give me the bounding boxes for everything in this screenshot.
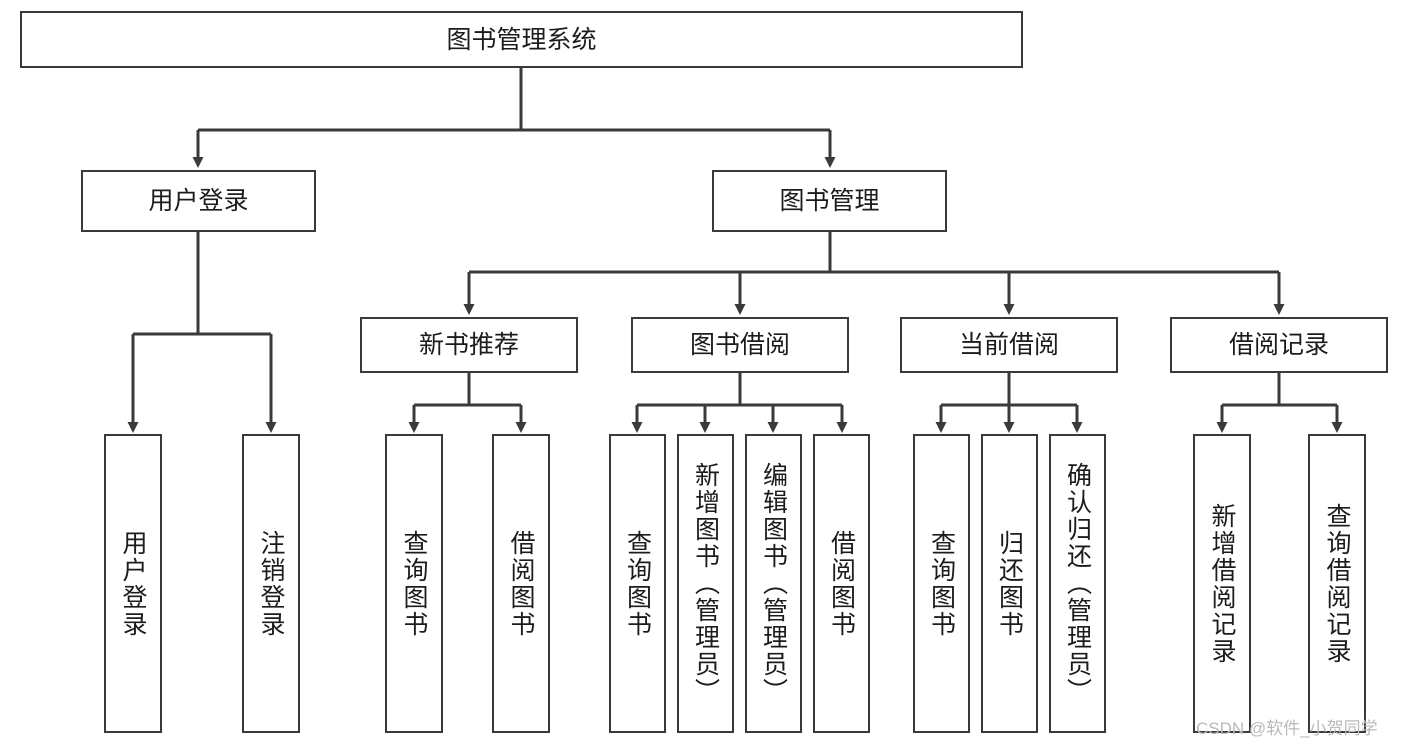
leaf-user-login-signin[interactable]: 用户登录 [104,434,162,733]
leaf-user-login-signin-label: 用户登录 [119,529,147,638]
node-user-login-label: 用户登录 [148,187,249,215]
node-current-borrow-label: 当前借阅 [958,331,1059,359]
leaf-new-book-query[interactable]: 查询图书 [385,434,443,733]
leaf-user-login-signout[interactable]: 注销登录 [242,434,300,733]
leaf-current-return-book[interactable]: 归还图书 [981,434,1038,733]
leaf-borrow-borrow-book[interactable]: 借阅图书 [813,434,870,733]
leaf-new-book-borrow[interactable]: 借阅图书 [492,434,550,733]
node-book-management-label: 图书管理 [779,187,880,215]
node-current-borrow[interactable]: 当前借阅 [900,317,1118,373]
leaf-current-confirm-return[interactable]: 确认归还（管理员） [1049,434,1106,733]
leaf-records-query-record-label: 查询借阅记录 [1323,502,1351,665]
leaf-borrow-edit-book-label: 编辑图书（管理员） [759,462,788,705]
leaf-records-query-record[interactable]: 查询借阅记录 [1308,434,1366,733]
leaf-current-return-book-label: 归还图书 [995,529,1024,638]
node-book-borrow[interactable]: 图书借阅 [631,317,849,373]
leaf-new-book-borrow-label: 借阅图书 [507,529,535,638]
leaf-user-login-signout-label: 注销登录 [257,529,285,638]
node-book-management[interactable]: 图书管理 [712,170,947,232]
node-book-borrow-label: 图书借阅 [689,331,790,359]
leaf-records-add-record-label: 新增借阅记录 [1208,502,1236,665]
node-user-login[interactable]: 用户登录 [81,170,316,232]
leaf-new-book-query-label: 查询图书 [400,529,428,638]
watermark-text: CSDN @软件_小贺同学 [1196,719,1378,738]
node-new-book-recommend-label: 新书推荐 [418,331,519,359]
leaf-records-add-record[interactable]: 新增借阅记录 [1193,434,1251,733]
node-root[interactable]: 图书管理系统 [20,11,1023,68]
node-borrow-records-label: 借阅记录 [1228,331,1329,359]
node-root-label: 图书管理系统 [446,25,597,54]
leaf-borrow-query-book-label: 查询图书 [623,529,652,638]
leaf-current-query-book[interactable]: 查询图书 [913,434,970,733]
leaf-current-confirm-return-label: 确认归还（管理员） [1063,462,1092,705]
leaf-borrow-add-book-label: 新增图书（管理员） [691,462,720,705]
node-new-book-recommend[interactable]: 新书推荐 [360,317,578,373]
leaf-borrow-edit-book[interactable]: 编辑图书（管理员） [745,434,802,733]
node-borrow-records[interactable]: 借阅记录 [1170,317,1388,373]
leaf-borrow-add-book[interactable]: 新增图书（管理员） [677,434,734,733]
leaf-borrow-borrow-book-label: 借阅图书 [827,529,856,638]
leaf-borrow-query-book[interactable]: 查询图书 [609,434,666,733]
leaf-current-query-book-label: 查询图书 [927,529,956,638]
